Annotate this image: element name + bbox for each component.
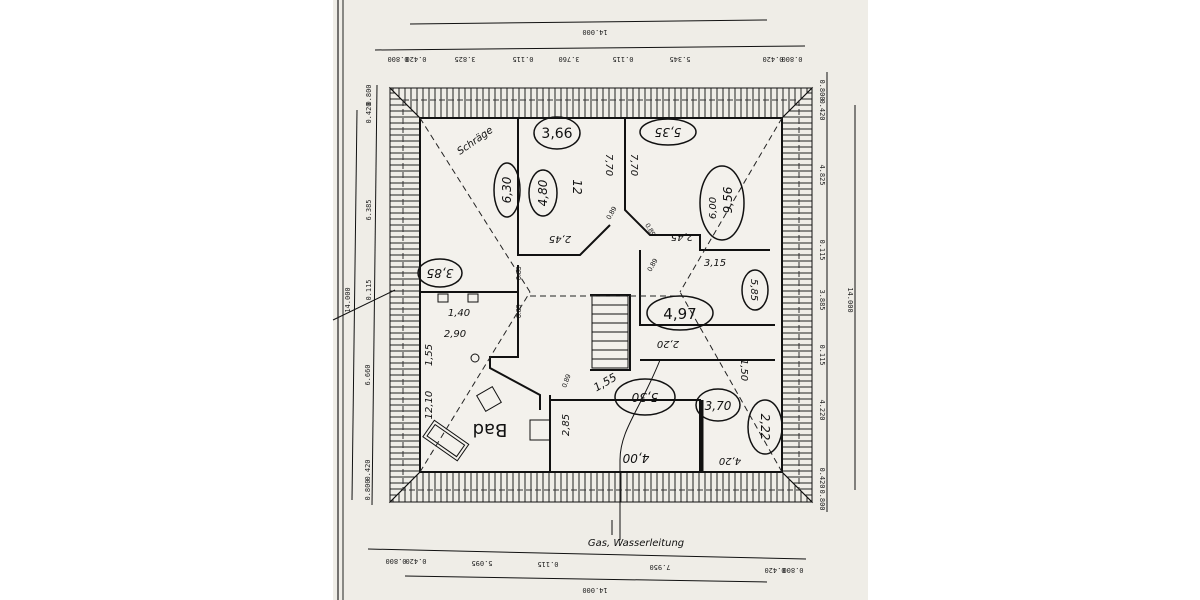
note-12-10: 12,10 [424,391,435,420]
left-dim: 0.115 [365,279,373,300]
note-7-70: 7,70 [603,154,614,176]
bottom-total: 14.000 [582,586,607,594]
note-3-15: 3,15 [704,258,726,269]
interior-walls [419,117,783,473]
top-dimensions: 14.000 0.800 0.420 3.825 0.115 3.760 0.1… [374,19,806,63]
note-2-45: 2,45 [549,233,571,244]
right-dim: 0.800 [818,79,826,100]
gas-water-line-label: Gas, Wasserleitung [588,538,684,549]
left-dim: 0.420 [364,459,372,480]
note-3-66: 3,66 [541,126,572,142]
bottom-dim: 0.800 [782,566,803,574]
note-12: 12 [570,179,584,194]
right-dim: 0.800 [818,489,826,510]
note-5-30: 5,30 [631,390,658,404]
right-dim: 0.420 [818,99,826,120]
note-9-56: 9,56 [721,186,735,213]
door-width: 0.89 [516,304,523,318]
left-dim: 0.800 [364,479,372,500]
bottom-dim: 0.420 [405,557,426,565]
bottom-dimensions: 14.000 0.800 0.420 5.095 0.115 7.950 0.4… [367,520,807,594]
top-dim: 0.420 [405,55,426,63]
top-dim: 0.115 [512,55,533,63]
note-5-35: 5,35 [655,125,682,139]
note-3-70: 3,70 [705,399,732,413]
right-total: 14.000 [846,287,854,312]
top-dim: 3.760 [558,55,579,63]
note-1-40: 1,40 [448,308,470,319]
note-4-20: 4,20 [719,455,741,466]
annotation-circles [417,116,783,455]
note-2-90: 2,90 [444,329,466,340]
note-4-00: 4,00 [622,451,649,465]
right-dim: 0.420 [818,467,826,488]
left-dim: 0.420 [365,102,373,123]
bottom-dim: 0.115 [537,560,558,568]
left-dimensions: 14.000 0.800 0.420 6.385 0.115 6.660 0.4… [332,84,396,506]
gas-line [619,359,661,540]
note-4-97: 4,97 [663,305,696,323]
right-dim: 4.220 [818,399,826,420]
right-dimensions: 14.000 0.800 0.420 4.825 0.115 3.885 0.1… [818,72,856,512]
note-2-22: 2,22 [758,414,772,441]
left-total: 14.000 [344,287,352,312]
toilet [470,353,480,363]
top-dim: 3.825 [454,55,475,63]
bottom-dim: 7.950 [649,563,670,571]
note-2-20: 2,20 [657,338,679,349]
note-1-55: 1,55 [424,344,435,366]
sink-right [467,293,479,303]
left-dim: 6.660 [364,364,372,385]
left-dim: 6.385 [365,199,373,220]
bottom-dim: 5.095 [471,559,492,567]
right-dim: 0.115 [818,239,826,260]
washbasin [529,419,551,441]
shower [476,386,502,412]
note-1-50: 1,50 [738,359,749,381]
door-width: 0.89 [516,266,523,280]
note-3-85: 3,85 [427,266,454,280]
top-total: 14.000 [582,28,607,36]
note-6-30: 6,30 [500,176,514,203]
note-5-85: 5,85 [748,279,759,301]
note-2-45: 2,45 [671,231,693,242]
left-dim: 0.800 [365,84,373,105]
bathtub [422,419,470,462]
note-4-80: 4,80 [536,179,550,206]
note-7-70: 7,70 [628,154,639,176]
top-dim: 0.800 [781,55,802,63]
door-width: 0.89 [561,373,572,388]
bottom-dim: 0.800 [385,557,406,565]
bottom-dim: 0.420 [764,566,785,574]
top-dim: 0.800 [387,55,408,63]
top-dim: 0.115 [612,55,633,63]
note-2-85: 2,85 [561,414,572,436]
right-dim: 0.115 [818,344,826,365]
sink-left [437,293,449,303]
note-6-00: 6,00 [708,197,719,219]
note-bad: Bad [473,419,508,440]
right-dim: 4.825 [818,164,826,185]
top-dim: 5.345 [669,55,690,63]
top-dim: 0.420 [762,55,783,63]
right-dim: 3.885 [818,289,826,310]
hip-lines [419,117,783,473]
